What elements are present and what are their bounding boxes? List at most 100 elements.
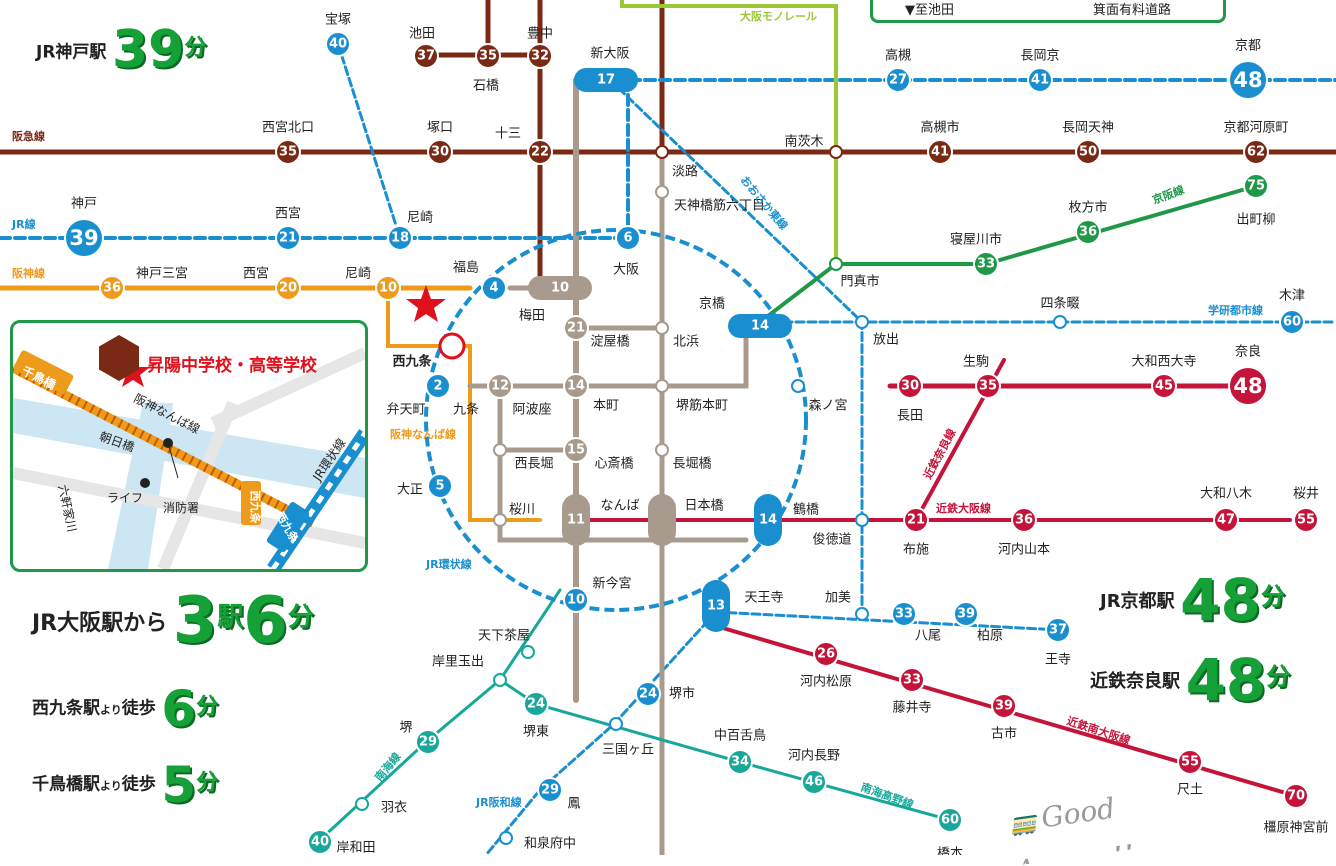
station-name-tenjinbashi: 天神橋筋六丁目 xyxy=(674,198,765,214)
station-name-kyoto: 京都 xyxy=(1235,39,1261,54)
station-name-minamiibaraki: 南茨木 xyxy=(784,134,823,150)
station-name-nishinagahori: 西長堀 xyxy=(514,457,553,472)
station-tennoji: 13天王寺 xyxy=(702,580,784,632)
station-number-nagaokakyo: 41 xyxy=(1031,73,1049,88)
station-name-kobesannomiya: 神戸三宮 xyxy=(136,266,188,282)
station-bentencho: 2弁天町 xyxy=(386,374,450,418)
station-number-sakai: 29 xyxy=(419,735,437,750)
nara-headline-label: 近鉄奈良駅 xyxy=(1090,671,1180,692)
chidoribashi-headline-label: 千鳥橋駅 xyxy=(32,775,100,795)
kyoto-headline-unit: 分 xyxy=(1261,583,1285,611)
station-nishinomiya_hs: 20西宮 xyxy=(243,266,300,301)
station-kishinosatotamade: 岸里玉出 xyxy=(432,655,506,687)
station-number-yamatosaidaiji: 45 xyxy=(1155,379,1173,394)
station-nagaokatenjin: 50長岡天神 xyxy=(1062,121,1114,165)
station-marker-kadomashi xyxy=(830,258,842,270)
station-name-hanaten: 放出 xyxy=(873,333,899,348)
station-name-kawachimatsubara: 河内松原 xyxy=(800,674,852,690)
kyoto-headline-label: JR京都駅 xyxy=(1100,591,1175,612)
station-kobesannomiya: 36 神戸三宮 xyxy=(100,266,188,301)
station-name-tennoji: 天王寺 xyxy=(744,591,783,606)
station-name-nakamozu: 中百舌鳥 xyxy=(714,729,766,744)
station-furuichi: 39古市 xyxy=(991,694,1017,742)
station-name-takatsuki: 高槻 xyxy=(885,48,911,64)
station-number-kobesannomiya: 36 xyxy=(103,281,121,296)
station-name-fuse: 布施 xyxy=(903,543,929,558)
osaka-headline-n1: 3 xyxy=(173,584,218,658)
station-kizu: 60 木津 xyxy=(1279,289,1305,335)
kobe-headline-num: 39 xyxy=(112,20,184,80)
station-number-kyobashi: 14 xyxy=(751,319,769,334)
station-osaka: 6大阪 xyxy=(613,226,640,278)
station-marker-shijonawate xyxy=(1054,316,1066,328)
station-number-nagaokatenjin: 50 xyxy=(1079,145,1097,160)
station-name-kizu: 木津 xyxy=(1279,289,1305,304)
school-star-marker xyxy=(406,285,446,322)
nara-headline-num: 48 xyxy=(1186,646,1267,714)
station-juso: 22十三 xyxy=(495,127,552,165)
station-name-yamatoyagi: 大和八木 xyxy=(1200,487,1252,502)
nara-headline-unit: 分 xyxy=(1266,663,1290,691)
station-kyoto: 48京都 xyxy=(1229,39,1267,100)
station-number-tsukaguchi: 30 xyxy=(431,145,449,160)
station-number-ikoma: 35 xyxy=(979,379,997,394)
station-name-ikoma: 生駒 xyxy=(963,355,989,370)
station-marker-kami xyxy=(856,608,868,620)
station-tengachaya: 天下茶屋 xyxy=(478,628,534,659)
station-name-hagoromo: 羽衣 xyxy=(381,800,407,816)
jr-takarazuka-line xyxy=(338,44,400,238)
inset-life-label: ライフ xyxy=(107,489,143,506)
station-sakai: 29堺 xyxy=(399,721,440,755)
station-ikeda: 37池田 xyxy=(409,27,438,69)
station-marker-tenjinbashi xyxy=(656,186,668,198)
station-name-juso: 十三 xyxy=(495,127,521,142)
station-name-shinosaka: 新大阪 xyxy=(590,46,629,62)
station-name-tsuruhashi: 鶴橋 xyxy=(793,502,819,518)
station-number-kawachiyamamoto: 36 xyxy=(1015,513,1033,528)
station-number-yao: 33 xyxy=(895,607,913,622)
station-name-amagasaki_hs: 尼崎 xyxy=(345,267,371,282)
station-number-hashimoto: 60 xyxy=(941,813,959,828)
station-marker-mikunigaoka xyxy=(610,718,622,730)
station-name-kishiwada: 岸和田 xyxy=(336,841,375,856)
station-name-sakaishi: 堺市 xyxy=(669,686,695,702)
station-number-nakamozu: 34 xyxy=(731,755,749,770)
station-number-kujo: 12 xyxy=(491,379,509,394)
station-number-fuse: 21 xyxy=(907,513,925,528)
station-name-takatsukishi: 高槻市 xyxy=(920,120,959,136)
station-name-kami: 加美 xyxy=(825,591,851,606)
station-number-kizu: 60 xyxy=(1283,315,1301,330)
nishikujo-headline-tail: 徒歩 xyxy=(122,699,156,719)
line-label-loop: JR環状線 xyxy=(425,557,472,571)
station-shinosaka: 17 新大阪 xyxy=(574,46,638,93)
line-label-keihan: 京阪線 xyxy=(1150,182,1186,206)
station-name-fukushima: 福島 xyxy=(453,261,479,276)
station-name-tengachaya: 天下茶屋 xyxy=(478,628,530,644)
line-label-gakkentoshi: 学研都市線 xyxy=(1208,303,1263,317)
station-number-shinosaka: 17 xyxy=(597,73,615,88)
line-label-kintetsu_osaka: 近鉄大阪線 xyxy=(936,501,991,515)
station-kyobashi: 14京橋 xyxy=(699,297,792,339)
station-neyagawashi: 33寝屋川市 xyxy=(950,232,1002,277)
station-marker-izumifuchu xyxy=(500,832,512,844)
station-name-awaza: 阿波座 xyxy=(512,403,551,418)
station-name-awaji: 淡路 xyxy=(672,164,698,180)
station-number-takatsukishi: 41 xyxy=(931,145,949,160)
station-number-oji: 37 xyxy=(1049,623,1067,638)
station-name-neyagawashi: 寝屋川市 xyxy=(950,232,1002,248)
station-number-nishinomiyakitaguchi: 35 xyxy=(279,145,297,160)
station-izumifuchu: 和泉府中 xyxy=(500,832,576,852)
station-name-shijonawate: 四条畷 xyxy=(1040,296,1079,312)
line-label-hanshin_namba: 阪神なんば線 xyxy=(390,427,456,441)
station-nara: 48奈良 xyxy=(1229,344,1267,406)
station-marker-nishinagahori xyxy=(494,444,506,456)
station-name-osaka: 大阪 xyxy=(613,263,639,278)
line-label-jr_hanwa: JR阪和線 xyxy=(475,795,522,809)
station-marker-awaji xyxy=(656,146,668,158)
station-number-kawachimatsubara: 26 xyxy=(817,647,835,662)
station-number-yamatoyagi: 47 xyxy=(1217,513,1235,528)
station-fuse: 21 布施 xyxy=(903,508,929,558)
nishikujo-headline-unit: 分 xyxy=(196,695,218,720)
station-name-ishibashi: 石橋 xyxy=(473,79,499,94)
station-marker-morinomiya xyxy=(792,380,804,392)
